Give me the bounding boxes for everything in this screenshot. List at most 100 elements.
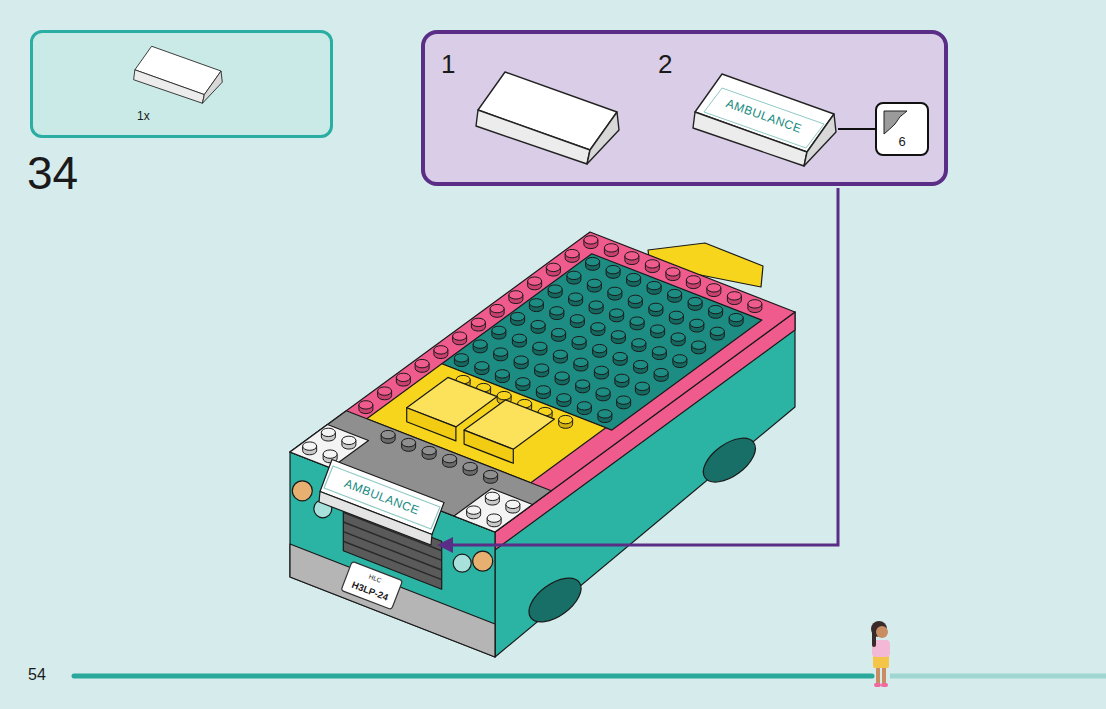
pink-stud <box>707 284 721 292</box>
teal-stud <box>647 281 661 289</box>
slope-side <box>587 112 619 164</box>
teal-stud <box>596 388 610 396</box>
teal-stud <box>570 315 584 323</box>
teal-stud <box>615 374 629 382</box>
teal-stud <box>669 311 683 319</box>
pink-stud <box>645 260 659 268</box>
teal-stud <box>606 265 620 273</box>
grey-stud <box>381 430 395 438</box>
wheel-arch <box>521 569 588 630</box>
figure-shoe <box>881 683 888 687</box>
seat-front <box>464 430 513 463</box>
teal-stud <box>574 358 588 366</box>
teal-stud <box>553 350 567 358</box>
teal-stud <box>673 355 687 363</box>
teal-stud <box>494 348 508 356</box>
teal-stud <box>710 327 724 335</box>
teal-stud <box>512 334 526 342</box>
teal-stud <box>671 333 685 341</box>
yellow-stud <box>559 415 573 423</box>
teal-stud <box>511 312 525 320</box>
white-stud <box>303 442 317 450</box>
slope-front <box>134 70 205 103</box>
page-number: 54 <box>28 667 46 683</box>
progress-bar <box>74 674 872 679</box>
box-text: 6 <box>898 135 905 148</box>
slope-piece <box>475 70 621 166</box>
pink-stud <box>546 263 560 271</box>
grey-stud <box>422 446 436 454</box>
teal-stud <box>668 289 682 297</box>
pink-stud <box>490 304 504 312</box>
headlight <box>453 554 471 572</box>
teal-stud <box>613 352 627 360</box>
teal-stud <box>516 378 530 386</box>
teal-stud <box>569 293 583 301</box>
license-plate: H3LP-24 <box>351 579 390 601</box>
teal-stud <box>709 305 723 313</box>
teal-stud <box>475 362 489 370</box>
wheel-arch <box>696 430 763 491</box>
headlight <box>473 551 493 571</box>
teal-stud <box>594 366 608 374</box>
callout-arrowhead <box>437 537 453 553</box>
pink-stud <box>378 387 392 395</box>
leader-line <box>838 128 875 130</box>
teal-stud <box>552 328 566 336</box>
white-stud <box>487 514 501 522</box>
stickered-slope-piece: AMBULANCE <box>692 72 838 168</box>
pink-stud <box>727 292 741 300</box>
white-stud <box>321 428 335 436</box>
sticker-sheet-badge: 6 <box>875 102 929 156</box>
white-stud <box>485 492 499 500</box>
teal-stud <box>492 326 506 334</box>
grey-stud <box>463 462 477 470</box>
teal-stud <box>577 402 591 410</box>
slope-side <box>202 71 222 103</box>
teal-stud <box>572 336 586 344</box>
ambulance-model <box>290 232 795 657</box>
hood-sticker <box>324 466 440 529</box>
pink-stud <box>359 401 373 409</box>
teal-stud <box>531 320 545 328</box>
teal-stud <box>598 410 612 418</box>
teal-stud <box>632 339 646 347</box>
pink-stud <box>453 332 467 340</box>
yellow-stud <box>497 391 511 399</box>
seat-front <box>407 408 456 441</box>
teal-stud <box>729 313 743 321</box>
teal-stud <box>536 386 550 394</box>
teal-stud <box>589 301 603 309</box>
white-stud <box>467 506 481 514</box>
pink-stud <box>434 346 448 354</box>
teal-stud <box>586 257 600 265</box>
license-plate-shape <box>341 561 403 609</box>
pink-stud <box>666 268 680 276</box>
pink-stud <box>565 249 579 257</box>
parts-list-box: 1x <box>30 30 333 138</box>
teal-stud <box>628 295 642 303</box>
teal-stud <box>634 360 648 368</box>
callout-leader <box>450 188 838 545</box>
figure-leg <box>876 666 880 684</box>
figure-shoe <box>874 683 881 687</box>
pink-stud <box>625 252 639 260</box>
grey-stud <box>484 470 498 478</box>
teal-stud <box>610 309 624 317</box>
step-number: 34 <box>27 150 78 196</box>
teal-stud <box>608 287 622 295</box>
teal-stud <box>688 297 702 305</box>
pink-stud <box>471 318 485 326</box>
progress-bar-rest <box>890 674 1106 679</box>
teal-stud <box>557 394 571 402</box>
teal-stud <box>690 319 704 327</box>
teal-stud <box>591 323 605 331</box>
teal-stud <box>529 299 543 307</box>
figure-face <box>876 626 888 638</box>
teal-stud <box>635 382 649 390</box>
page-curl <box>884 111 907 134</box>
white-stud <box>506 500 520 508</box>
pink-stud <box>396 373 410 381</box>
slope-front <box>476 110 590 164</box>
